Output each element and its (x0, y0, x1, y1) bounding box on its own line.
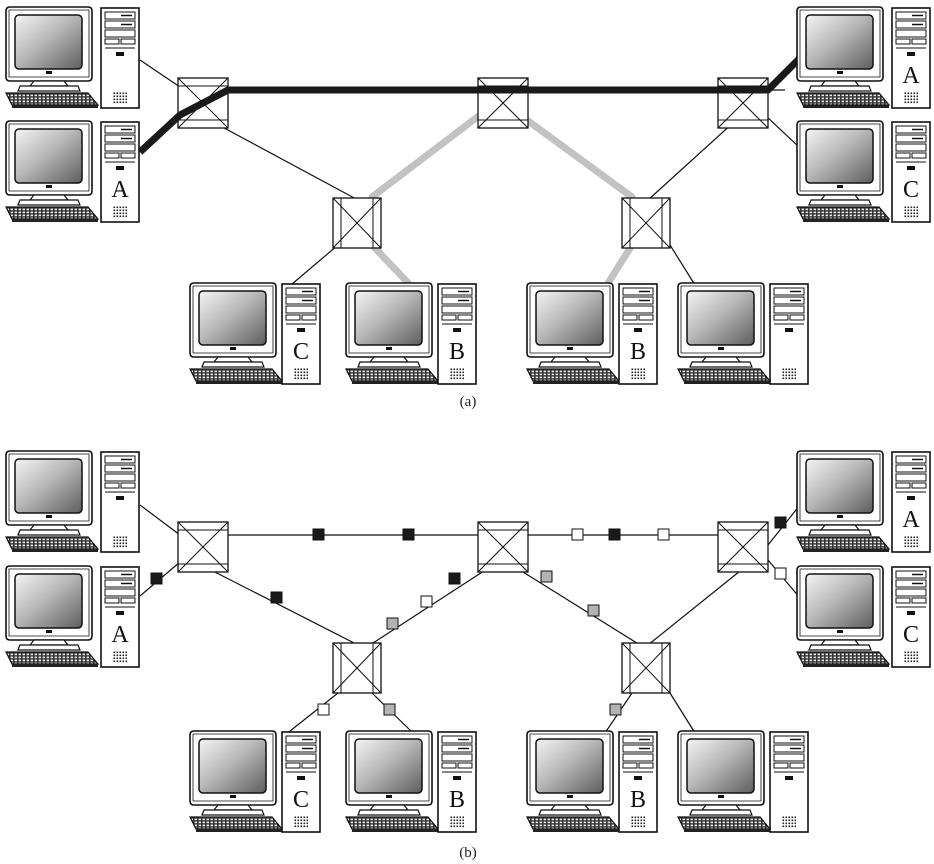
packet-gray (540, 570, 553, 583)
computer-a-mr: C (796, 120, 931, 223)
svg-text:C: C (903, 622, 919, 648)
svg-text:A: A (111, 177, 129, 203)
switch-center-b (477, 521, 529, 573)
switch-lower-left-a (332, 197, 382, 249)
switch-right-a (717, 77, 769, 129)
computer-b-tl (5, 450, 140, 553)
svg-text:B: B (630, 787, 646, 813)
caption-a: (a) (460, 394, 477, 410)
svg-text:B: B (449, 787, 465, 813)
svg-text:C: C (293, 339, 309, 365)
packet-black (774, 516, 787, 529)
computer-a-b2: B (345, 282, 477, 385)
thick-path-a (137, 55, 803, 155)
packet-gray (609, 703, 622, 716)
computer-b-tr: A (796, 450, 931, 553)
panel-b: A A C C B B (b) (5, 450, 931, 861)
computer-a-b1: C (189, 282, 321, 385)
svg-text:B: B (630, 339, 646, 365)
computer-a-tl (5, 6, 140, 109)
computer-a-ml: A (5, 120, 140, 223)
packet-white (317, 703, 330, 716)
switch-right-b (717, 521, 769, 573)
thin-links-a (139, 59, 801, 291)
packet-black (448, 572, 461, 585)
thin-links-b (139, 504, 801, 736)
packet-black (312, 528, 325, 541)
switch-lower-left-b (332, 642, 382, 694)
svg-text:B: B (449, 339, 465, 365)
svg-text:A: A (111, 622, 129, 648)
computer-b-mr: C (796, 565, 931, 668)
computer-b-b4 (677, 730, 809, 833)
packet-black (402, 528, 415, 541)
packet-white (774, 567, 787, 580)
computer-b-ml: A (5, 565, 140, 668)
packet-gray (383, 703, 396, 716)
switch-left-b (177, 521, 229, 573)
svg-text:A: A (902, 507, 920, 533)
packet-black (608, 528, 621, 541)
packet-white (657, 528, 670, 541)
packet-black (270, 591, 283, 604)
packet-white (420, 595, 433, 608)
switch-center-a (477, 77, 529, 129)
packet-gray (386, 617, 399, 630)
computer-a-tr: A (796, 6, 931, 109)
svg-text:C: C (293, 787, 309, 813)
switch-lower-right-a (621, 197, 671, 249)
computer-a-b4 (677, 282, 809, 385)
packet-black (150, 572, 163, 585)
packets (150, 516, 787, 716)
packet-gray (587, 604, 600, 617)
switch-lower-right-b (621, 642, 671, 694)
computer-b-b2: B (345, 730, 477, 833)
computer-b-b3: B (526, 730, 658, 833)
computer-a-b3: B (526, 282, 658, 385)
svg-text:A: A (902, 63, 920, 89)
svg-text:C: C (903, 177, 919, 203)
packet-white (571, 528, 584, 541)
gray-path-b (368, 111, 636, 291)
panel-a: A A C C B B (a) (5, 6, 931, 410)
caption-b: (b) (459, 845, 477, 861)
computer-b-b1: C (189, 730, 321, 833)
